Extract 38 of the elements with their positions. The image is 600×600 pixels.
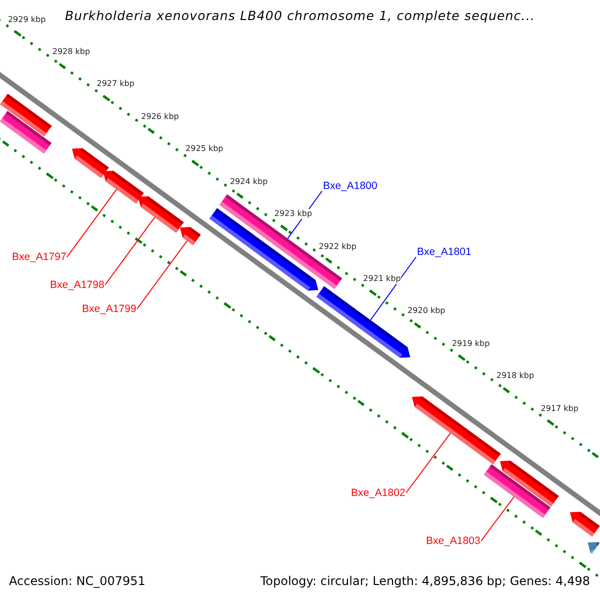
gene-feature [0,110,52,154]
title: Burkholderia xenovorans LB400 chromosome 1, complete sequenc... [65,8,536,23]
scale-label: 2921 kbp [363,274,401,284]
leader-line [104,216,156,286]
scale-label: 2919 kbp [452,338,490,349]
scale-label: 2923 kbp [274,209,312,220]
gene-label: Bxe_A1798 [50,279,104,291]
scale-label: 2925 kbp [186,144,224,154]
leader-line [406,432,451,494]
gene-label: Bxe_A1803 [426,535,480,547]
scale-label: 2917 kbp [540,404,578,414]
leader-line [370,256,416,321]
scale-label: 2920 kbp [408,306,446,316]
leader-line [66,188,118,258]
leader-line [136,240,188,310]
gene-feature [102,170,144,204]
gene-feature [588,542,600,554]
gene-feature [412,396,501,464]
gene-feature [138,196,184,233]
gene-feature [570,512,600,536]
gene-feature [72,148,109,178]
scale-label: 2926 kbp [141,112,179,122]
accession-text: Accession: NC_007951 [9,574,146,588]
gene-label: Bxe_A1797 [12,251,66,263]
scale-label: 2928 kbp [52,47,90,58]
scale-label: 2924 kbp [230,176,268,187]
sequence-info-text: Topology: circular; Length: 4,895,836 bp; Genes: 4,498 [260,574,590,588]
gene-label: Bxe_A1802 [351,487,406,499]
gene-feature [180,226,201,246]
gene-label: Bxe_A1801 [417,246,472,258]
gene-label: Bxe_A1800 [323,180,378,192]
gene-feature [500,460,559,507]
gene-label: Bxe_A1799 [82,303,136,315]
scale-label: 2918 kbp [496,371,534,382]
scale-label: 2927 kbp [96,79,134,90]
scale-label: 2922 kbp [318,242,356,252]
scale-label: 2929 kbp [8,14,46,25]
leader-line [480,496,515,542]
